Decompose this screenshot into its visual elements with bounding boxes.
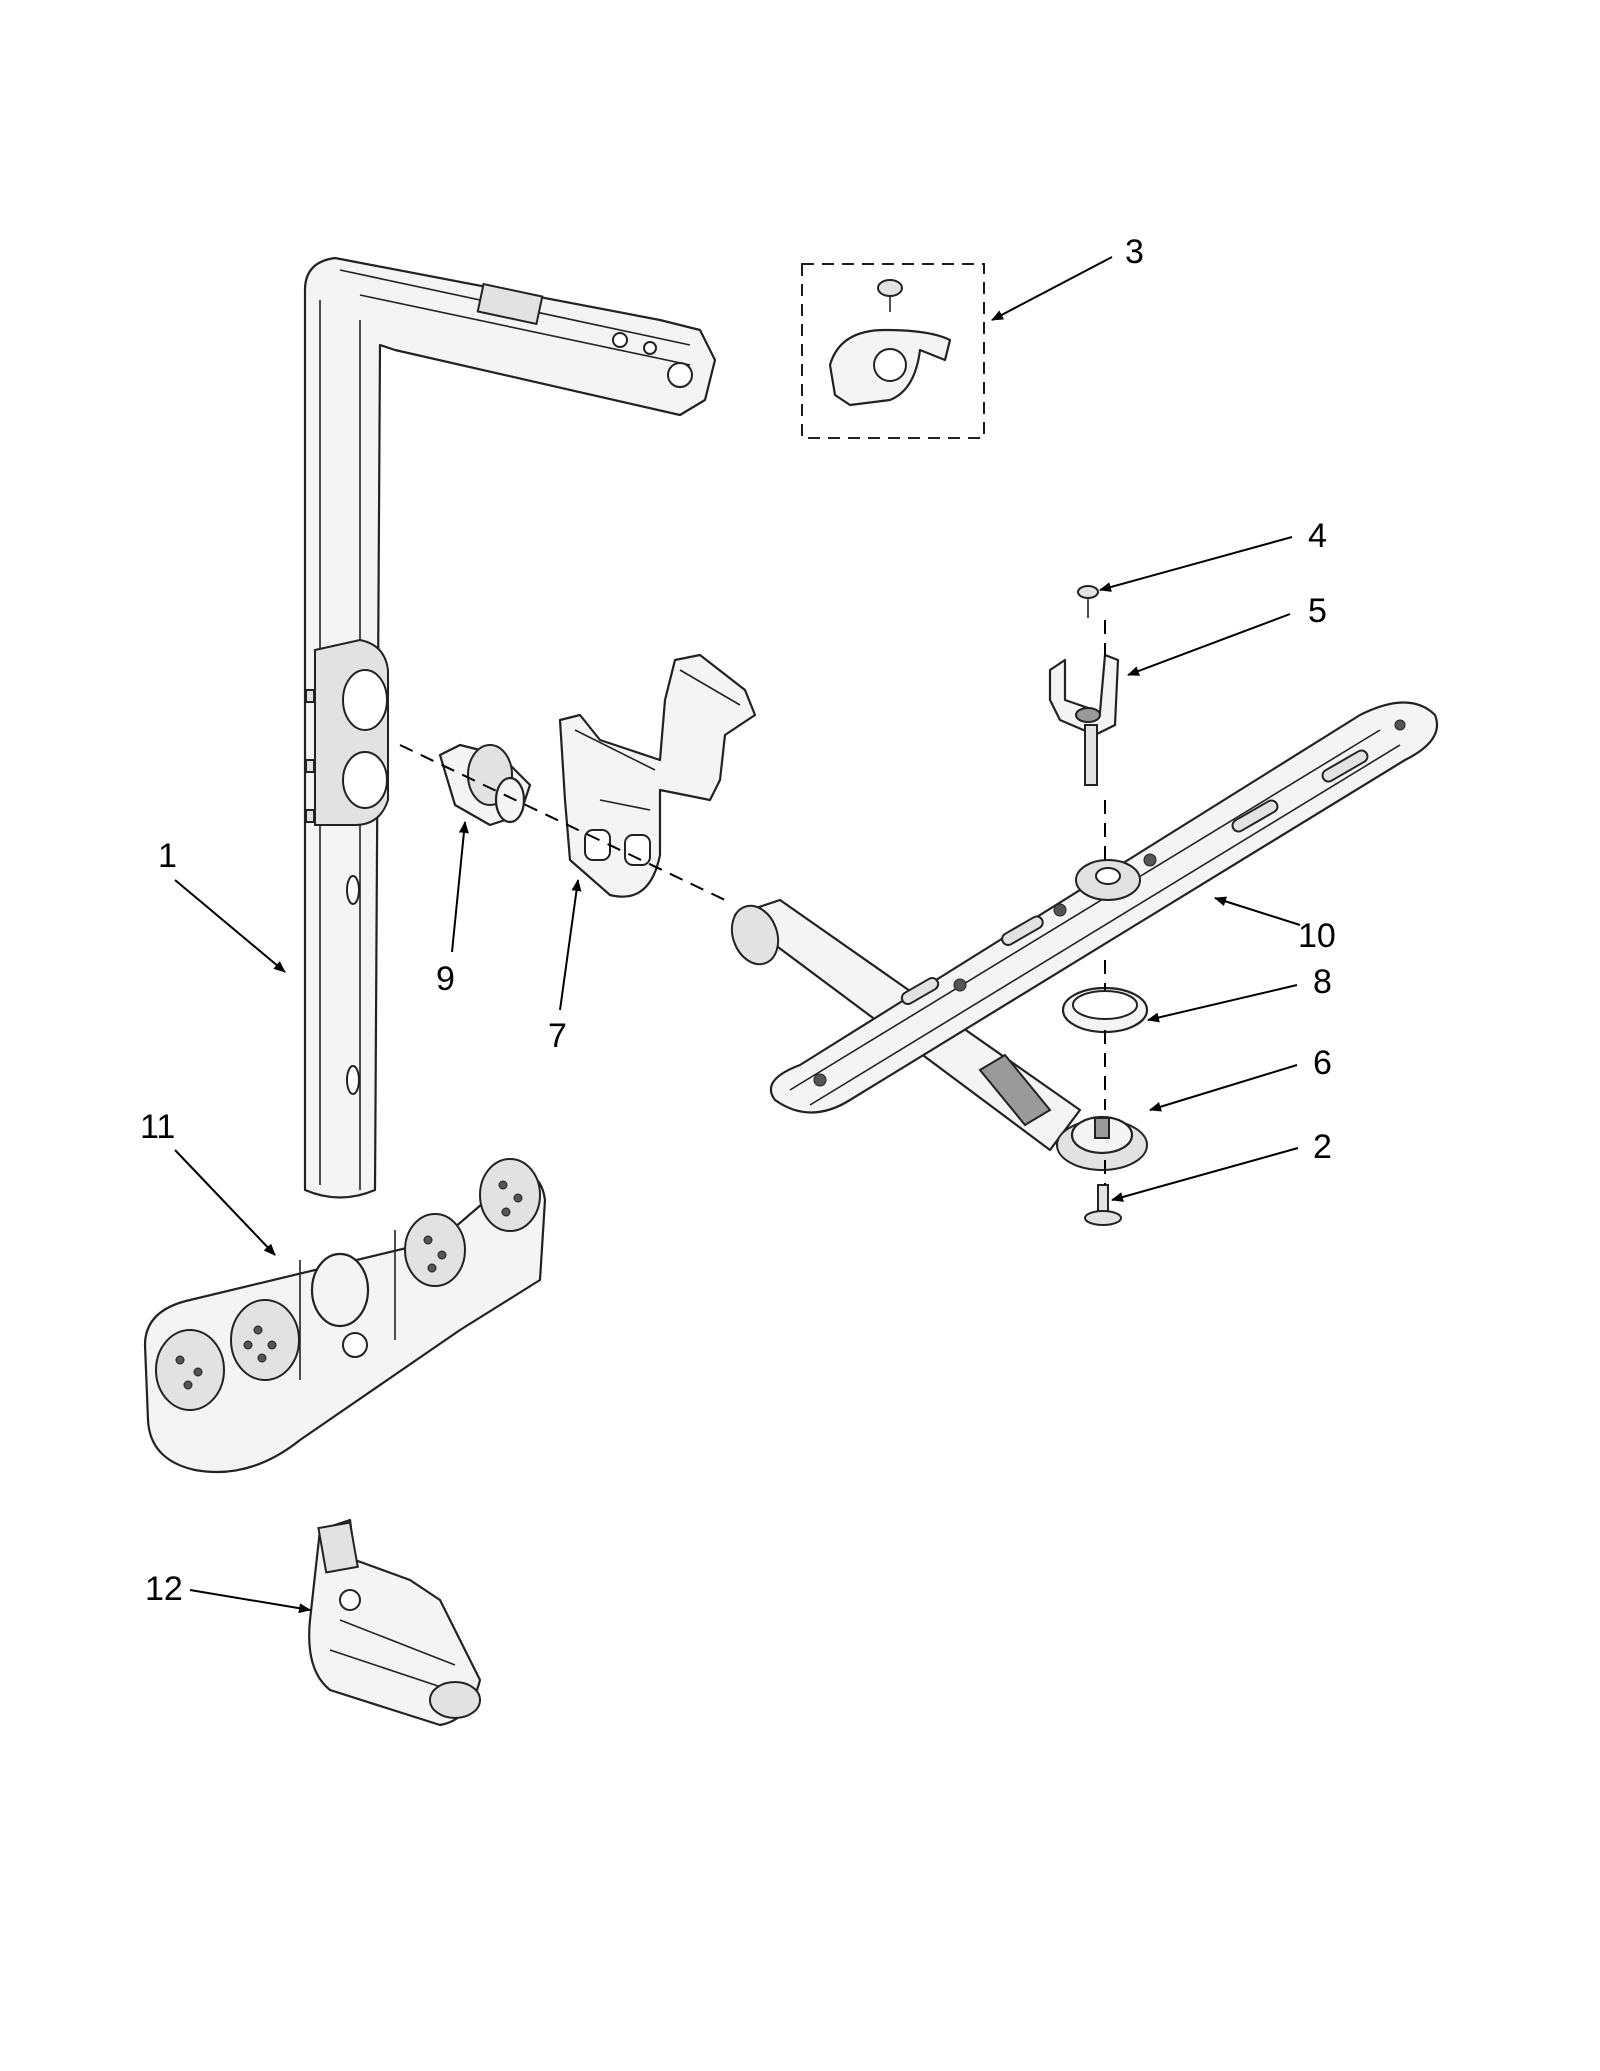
callout-9: 9 [436,960,455,998]
callout-6: 6 [1313,1044,1332,1082]
callout-7: 7 [548,1017,567,1055]
spray-arm-part-10 [769,701,1439,1114]
callout-12: 12 [145,1570,183,1608]
inlet-part-12 [308,1518,482,1727]
part-3-detail-box [801,263,985,439]
callout-4: 4 [1308,517,1327,555]
mount-part-5 [1048,653,1120,786]
callout-1: 1 [158,837,177,875]
callout-2: 2 [1313,1128,1332,1166]
ring-part-8 [1061,986,1149,1034]
screw-part-4 [1077,585,1099,618]
assembly-centerline [399,744,726,901]
upper-spray-nut-part [828,279,952,407]
supply-tube-part [303,256,717,1199]
callout-10: 10 [1298,917,1336,955]
screw-part-2 [1084,1184,1122,1226]
callout-5: 5 [1308,592,1327,630]
leader-lines [174,256,1301,1614]
callout-3: 3 [1125,233,1144,271]
bracket-part-7 [558,653,757,898]
callout-8: 8 [1313,963,1332,1001]
manifold-part-11 [143,1158,547,1474]
callout-11: 11 [140,1108,175,1146]
hub-part-6 [1056,1115,1148,1171]
